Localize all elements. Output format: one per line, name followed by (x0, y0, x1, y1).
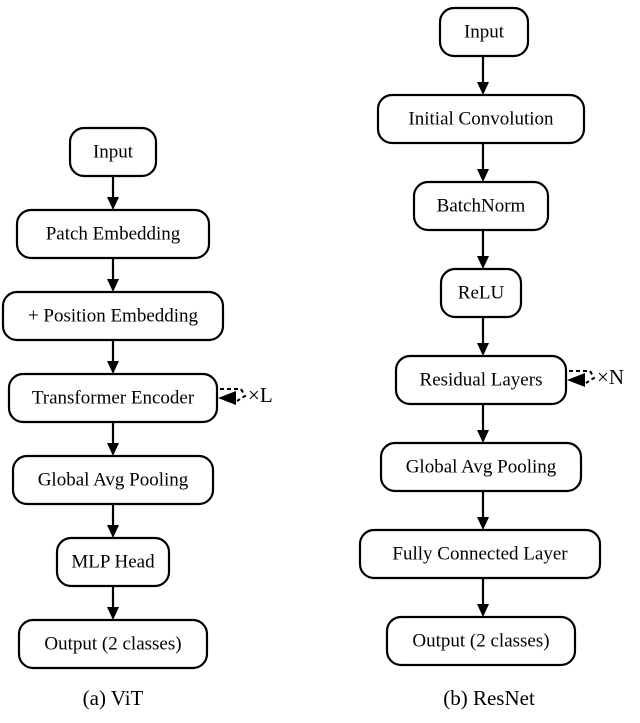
edge-arrowhead-icon (477, 430, 489, 443)
node-label: ReLU (458, 282, 505, 303)
edge-initial-convolution-to-batchnorm (477, 143, 489, 182)
loop-multiplier-label: ×L (248, 383, 273, 407)
edge-mlp-head-to-output (107, 586, 119, 620)
loop-arrowhead-icon (218, 391, 236, 405)
node-box[interactable] (412, 180, 550, 232)
node-transformer-encoder[interactable]: Transformer Encoder (7, 372, 219, 424)
encoder-repeat-loop: ×L (218, 383, 273, 407)
edge-arrowhead-icon (107, 607, 119, 620)
edge-global-avg-pooling-to-mlp-head (107, 504, 119, 538)
edge-arrowhead-icon (477, 82, 489, 95)
loop-multiplier-label: ×N (597, 365, 624, 389)
panel-caption-vit: (a) ViT (83, 686, 144, 710)
node-label: Transformer Encoder (32, 387, 195, 408)
node-box[interactable] (438, 6, 530, 58)
node-output[interactable]: Output (2 classes) (385, 615, 577, 667)
edge-batchnorm-to-relu (477, 230, 489, 269)
edge-arrowhead-icon (107, 361, 119, 374)
node-fully-connected[interactable]: Fully Connected Layer (358, 528, 602, 580)
edge-arrowhead-icon (477, 343, 489, 356)
node-label: MLP Head (71, 551, 155, 572)
edge-transformer-encoder-to-global-avg-pooling (107, 422, 119, 456)
edge-arrowhead-icon (107, 279, 119, 292)
node-label: BatchNorm (437, 195, 526, 216)
loop-arrowhead-icon (567, 373, 585, 387)
node-input[interactable]: Input (68, 126, 158, 178)
node-relu[interactable]: ReLU (439, 267, 523, 319)
node-label: + Position Embedding (28, 305, 199, 326)
node-box[interactable] (7, 372, 219, 424)
node-label: Output (2 classes) (44, 633, 181, 654)
node-box[interactable] (379, 441, 583, 493)
edge-fully-connected-to-output (477, 578, 489, 617)
node-residual-layers[interactable]: Residual Layers (394, 354, 568, 406)
node-label: Patch Embedding (46, 223, 181, 244)
node-label: Initial Convolution (408, 108, 554, 129)
node-global-avg-pooling[interactable]: Global Avg Pooling (11, 454, 215, 506)
node-initial-convolution[interactable]: Initial Convolution (376, 93, 586, 145)
node-box[interactable] (394, 354, 568, 406)
edge-input-to-initial-convolution (477, 56, 489, 95)
node-box[interactable] (15, 208, 211, 260)
node-box[interactable] (358, 528, 602, 580)
edge-arrowhead-icon (107, 197, 119, 210)
node-box[interactable] (11, 454, 215, 506)
node-input[interactable]: Input (438, 6, 530, 58)
node-box[interactable] (376, 93, 586, 145)
node-output[interactable]: Output (2 classes) (17, 618, 209, 670)
edge-global-avg-pooling-to-fully-connected (477, 491, 489, 530)
edge-arrowhead-icon (477, 256, 489, 269)
edge-arrowhead-icon (477, 604, 489, 617)
loop-path (569, 370, 596, 384)
edge-arrowhead-icon (477, 517, 489, 530)
node-box[interactable] (439, 267, 523, 319)
node-mlp-head[interactable]: MLP Head (55, 536, 171, 588)
node-batchnorm[interactable]: BatchNorm (412, 180, 550, 232)
node-box[interactable] (1, 290, 225, 342)
edge-patch-embedding-to-position-embedding (107, 258, 119, 292)
edge-residual-layers-to-global-avg-pooling (477, 404, 489, 443)
edge-relu-to-residual-layers (477, 317, 489, 356)
node-box[interactable] (68, 126, 158, 178)
node-box[interactable] (385, 615, 577, 667)
edge-input-to-patch-embedding (107, 176, 119, 210)
node-box[interactable] (55, 536, 171, 588)
node-label: Fully Connected Layer (392, 543, 568, 564)
edge-position-embedding-to-transformer-encoder (107, 340, 119, 374)
loop-path (220, 388, 247, 402)
edge-arrowhead-icon (107, 443, 119, 456)
node-label: Global Avg Pooling (38, 469, 189, 490)
node-label: Residual Layers (420, 369, 543, 390)
node-label: Input (464, 21, 505, 42)
node-position-embedding[interactable]: + Position Embedding (1, 290, 225, 342)
residual-repeat-loop: ×N (567, 365, 624, 389)
node-label: Output (2 classes) (412, 630, 549, 651)
panel-caption-resnet: (b) ResNet (443, 686, 535, 710)
edge-arrowhead-icon (477, 169, 489, 182)
node-patch-embedding[interactable]: Patch Embedding (15, 208, 211, 260)
edge-arrowhead-icon (107, 525, 119, 538)
node-label: Global Avg Pooling (406, 456, 557, 477)
node-global-avg-pooling[interactable]: Global Avg Pooling (379, 441, 583, 493)
node-box[interactable] (17, 618, 209, 670)
node-label: Input (93, 141, 134, 162)
